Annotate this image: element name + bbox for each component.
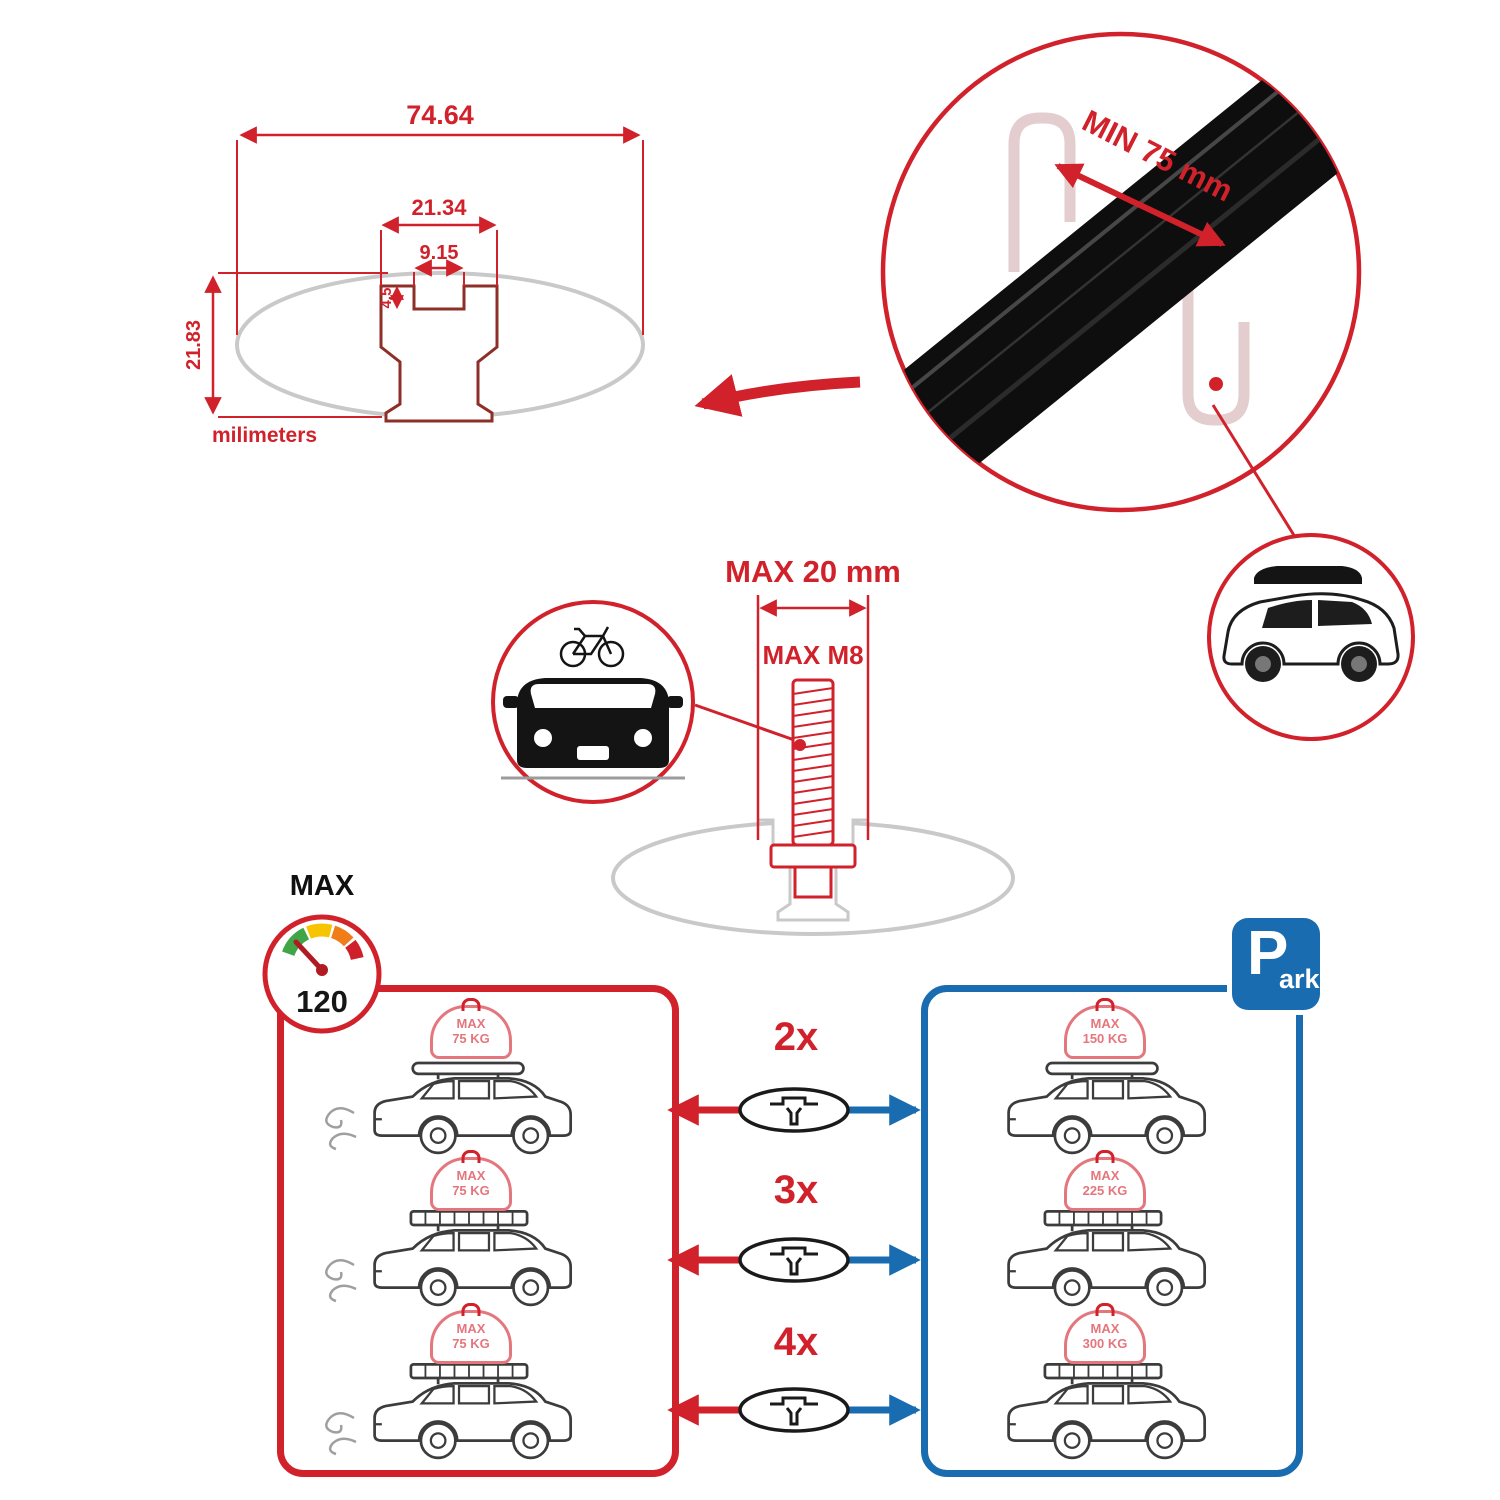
motion-swirl-icon [325, 1107, 357, 1151]
bolt-max-thread-label: MAX M8 [762, 640, 863, 670]
crossbar-detail-circle: MIN 75 mm [880, 31, 1362, 513]
car-icon [360, 1348, 578, 1466]
bar-profile-icon [738, 1387, 850, 1433]
hook-icon [461, 998, 481, 1011]
red-car-row-2: MAX 75 KG [304, 1150, 624, 1317]
hook-icon [1095, 1303, 1115, 1316]
blue-car-row-3: MAX 300 KG [938, 1303, 1258, 1470]
load-line2: 300 KG [1082, 1336, 1128, 1351]
pointer-arrow-icon [694, 374, 861, 417]
t-slot-channel [379, 284, 499, 423]
load-line2: 225 KG [1082, 1183, 1128, 1198]
car-bike-circle [491, 600, 695, 804]
bar-profile-arrows-1 [667, 1087, 921, 1133]
motion-swirl-icon [325, 1259, 357, 1303]
leader-dot [794, 739, 806, 751]
car-icon [360, 1195, 578, 1313]
load-line1: MAX [456, 1321, 486, 1337]
hook-icon [461, 1150, 481, 1163]
dim-outer-width-label: 74.64 [406, 100, 474, 130]
multiplier-3x: 3x [773, 1168, 819, 1212]
dim-inner-width-label: 9.15 [420, 242, 459, 264]
load-line1: MAX [1090, 1321, 1120, 1337]
bolt-max-width-label: MAX 20 mm [725, 554, 901, 589]
load-badge: MAX 75 KG [430, 998, 512, 1059]
red-car-row-1: MAX 75 KG [304, 998, 624, 1165]
speed-value: 120 [296, 984, 348, 1019]
load-badge: MAX 75 KG [430, 1303, 512, 1364]
bar-profile-icon [738, 1087, 850, 1133]
bar-profile-arrows-3 [667, 1387, 921, 1433]
speed-max-label: MAX [289, 870, 355, 902]
load-badge: MAX 300 KG [1064, 1303, 1146, 1364]
crossbar-cross-section-drawing: 74.64 21.34 9.15 4.5 21.83 milimeters [183, 100, 645, 447]
u-bolt-ghost-left [1008, 112, 1076, 272]
load-badge: MAX 225 KG [1064, 1150, 1146, 1211]
t-bolt-icon [769, 678, 857, 899]
load-line1: MAX [456, 1016, 486, 1032]
bolt-leader-line [694, 703, 801, 744]
dim-lip-depth-label: 4.5 [378, 288, 395, 309]
park-rest: ark [1279, 964, 1320, 994]
load-line2: 75 KG [452, 1031, 490, 1046]
fastener-dot [1209, 377, 1223, 391]
car-front-icon [501, 678, 685, 780]
park-sign: P ark [1232, 918, 1320, 1010]
load-badge: MAX 75 KG [430, 1150, 512, 1211]
suv-roofbox-circle [1207, 533, 1415, 741]
blue-car-row-1: MAX 150 KG [938, 998, 1258, 1165]
car-icon [994, 1043, 1212, 1161]
dim-height-label: 21.83 [183, 320, 205, 370]
car-icon [994, 1195, 1212, 1313]
bolt-diagram: MAX 20 mm MAX M8 [611, 554, 1015, 936]
park-letter: P [1247, 919, 1289, 988]
load-line2: 75 KG [452, 1336, 490, 1351]
hook-icon [461, 1303, 481, 1316]
red-car-row-3: MAX 75 KG [304, 1303, 624, 1470]
connector-line [1211, 404, 1307, 554]
load-line2: 150 KG [1082, 1031, 1128, 1046]
load-line1: MAX [1090, 1168, 1120, 1184]
motion-swirl-icon [325, 1412, 357, 1456]
speedometer-icon: 120 [262, 914, 382, 1034]
blue-car-row-2: MAX 225 KG [938, 1150, 1258, 1317]
load-line1: MAX [456, 1168, 486, 1184]
hook-icon [1095, 1150, 1115, 1163]
multiplier-4x: 4x [773, 1320, 819, 1364]
unit-label: milimeters [212, 424, 317, 447]
bike-icon [559, 626, 625, 668]
bar-profile-icon [738, 1237, 850, 1283]
bar-profile-arrows-2 [667, 1237, 921, 1283]
car-icon [994, 1348, 1212, 1466]
dim-slot-width-label: 21.34 [411, 195, 467, 220]
load-line1: MAX [1090, 1016, 1120, 1032]
load-badge: MAX 150 KG [1064, 998, 1146, 1059]
suv-roofbox-icon [1222, 566, 1400, 682]
car-icon [360, 1043, 578, 1161]
hook-icon [1095, 998, 1115, 1011]
u-bolt-ghost-right [1182, 290, 1250, 426]
load-line2: 75 KG [452, 1183, 490, 1198]
multiplier-2x: 2x [773, 1015, 819, 1059]
min-length-arrow [1054, 163, 1226, 247]
